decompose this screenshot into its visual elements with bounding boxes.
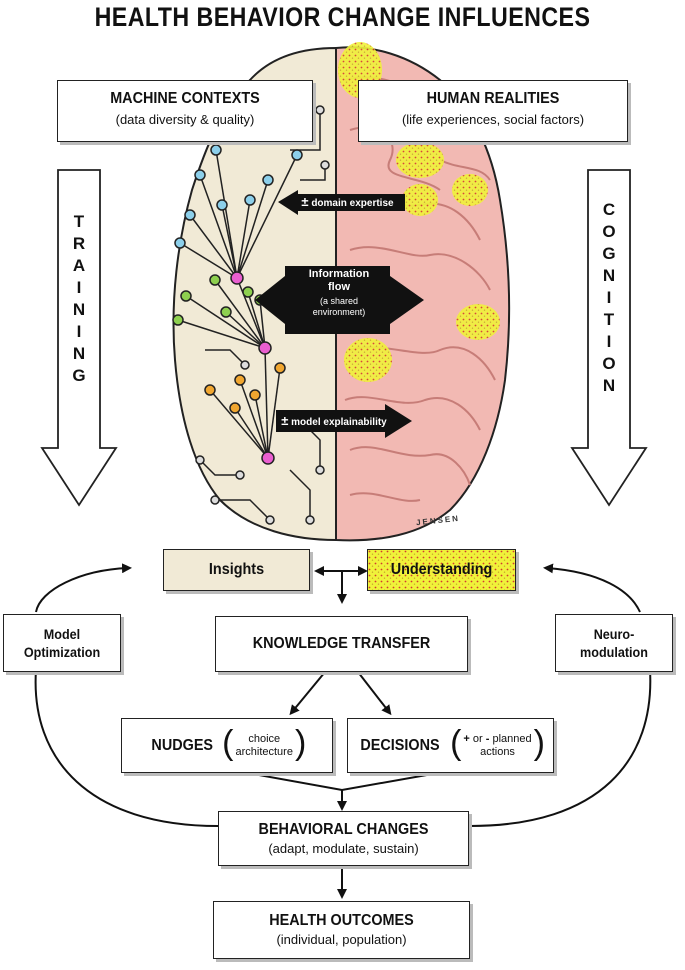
model-explainability-arrow [276,404,412,438]
cognition-letter: I [606,332,612,351]
cognition-letter: N [602,376,616,395]
neuromodulation-box: Neuro- modulation [555,614,673,672]
training-letter: N [72,344,86,363]
model-optimization-box: Model Optimization [3,614,121,672]
domain-expertise-arrow [278,190,405,215]
machine-contexts-box: MACHINE CONTEXTS (data diversity & quali… [57,80,313,142]
flow-connectors [34,563,652,899]
paren-close: ) [294,724,307,762]
understanding-box: Understanding [367,549,516,591]
human-realities-heading: HUMAN REALITIES [426,90,560,107]
training-letter: T [73,212,85,231]
training-letter: I [76,278,82,297]
machine-contexts-sub: (data diversity & quality) [115,112,255,127]
model-explainability-label: ± model explainability [281,413,387,428]
training-letter: I [76,322,82,341]
information-flow-label: Information flow (a shared environment) [308,268,370,317]
information-flow-arrow [255,266,424,334]
training-letter: G [72,366,86,385]
plus-minus-symbol-2: ± [281,413,289,428]
training-letter: R [72,234,86,253]
nudges-heading: NUDGES [151,736,213,754]
understanding-texture [368,550,515,590]
paren-open-2: ( [450,724,462,762]
human-realities-box: HUMAN REALITIES (life experiences, socia… [358,80,628,142]
cognition-letter: T [603,310,615,329]
insights-box: Insights [163,549,310,591]
cognition-letter: O [602,222,616,241]
nudges-box: NUDGES ( choice architecture ) [121,718,333,773]
highlight-spots [338,42,500,382]
cognition-letter: I [606,288,612,307]
training-letter: A [72,256,86,275]
training-letter: N [72,300,86,319]
plus-minus-symbol: ± [301,194,309,209]
circuit-lines [177,109,326,521]
paren-open: ( [222,724,234,762]
domain-expertise-label: ± domain expertise [301,194,394,209]
cognition-letter: N [602,266,616,285]
cognition-letter: G [602,244,616,263]
decisions-heading: DECISIONS [360,736,440,754]
paren-close-2: ) [533,724,545,762]
human-realities-sub: (life experiences, social factors) [401,112,585,127]
decisions-box: DECISIONS ( + or - planned actions ) [347,718,554,773]
cognition-arrow [570,169,648,507]
behavioral-changes-box: BEHAVIORAL CHANGES (adapt, modulate, sus… [218,811,469,866]
cognition-letter: C [602,200,616,219]
knowledge-transfer-box: KNOWLEDGE TRANSFER [215,616,468,672]
machine-contexts-heading: MACHINE CONTEXTS [110,90,260,107]
health-outcomes-box: HEALTH OUTCOMES (individual, population) [213,901,470,959]
page-title: HEALTH BEHAVIOR CHANGE INFLUENCES [94,2,591,32]
cognition-letter: O [602,354,616,373]
training-arrow [40,169,118,507]
